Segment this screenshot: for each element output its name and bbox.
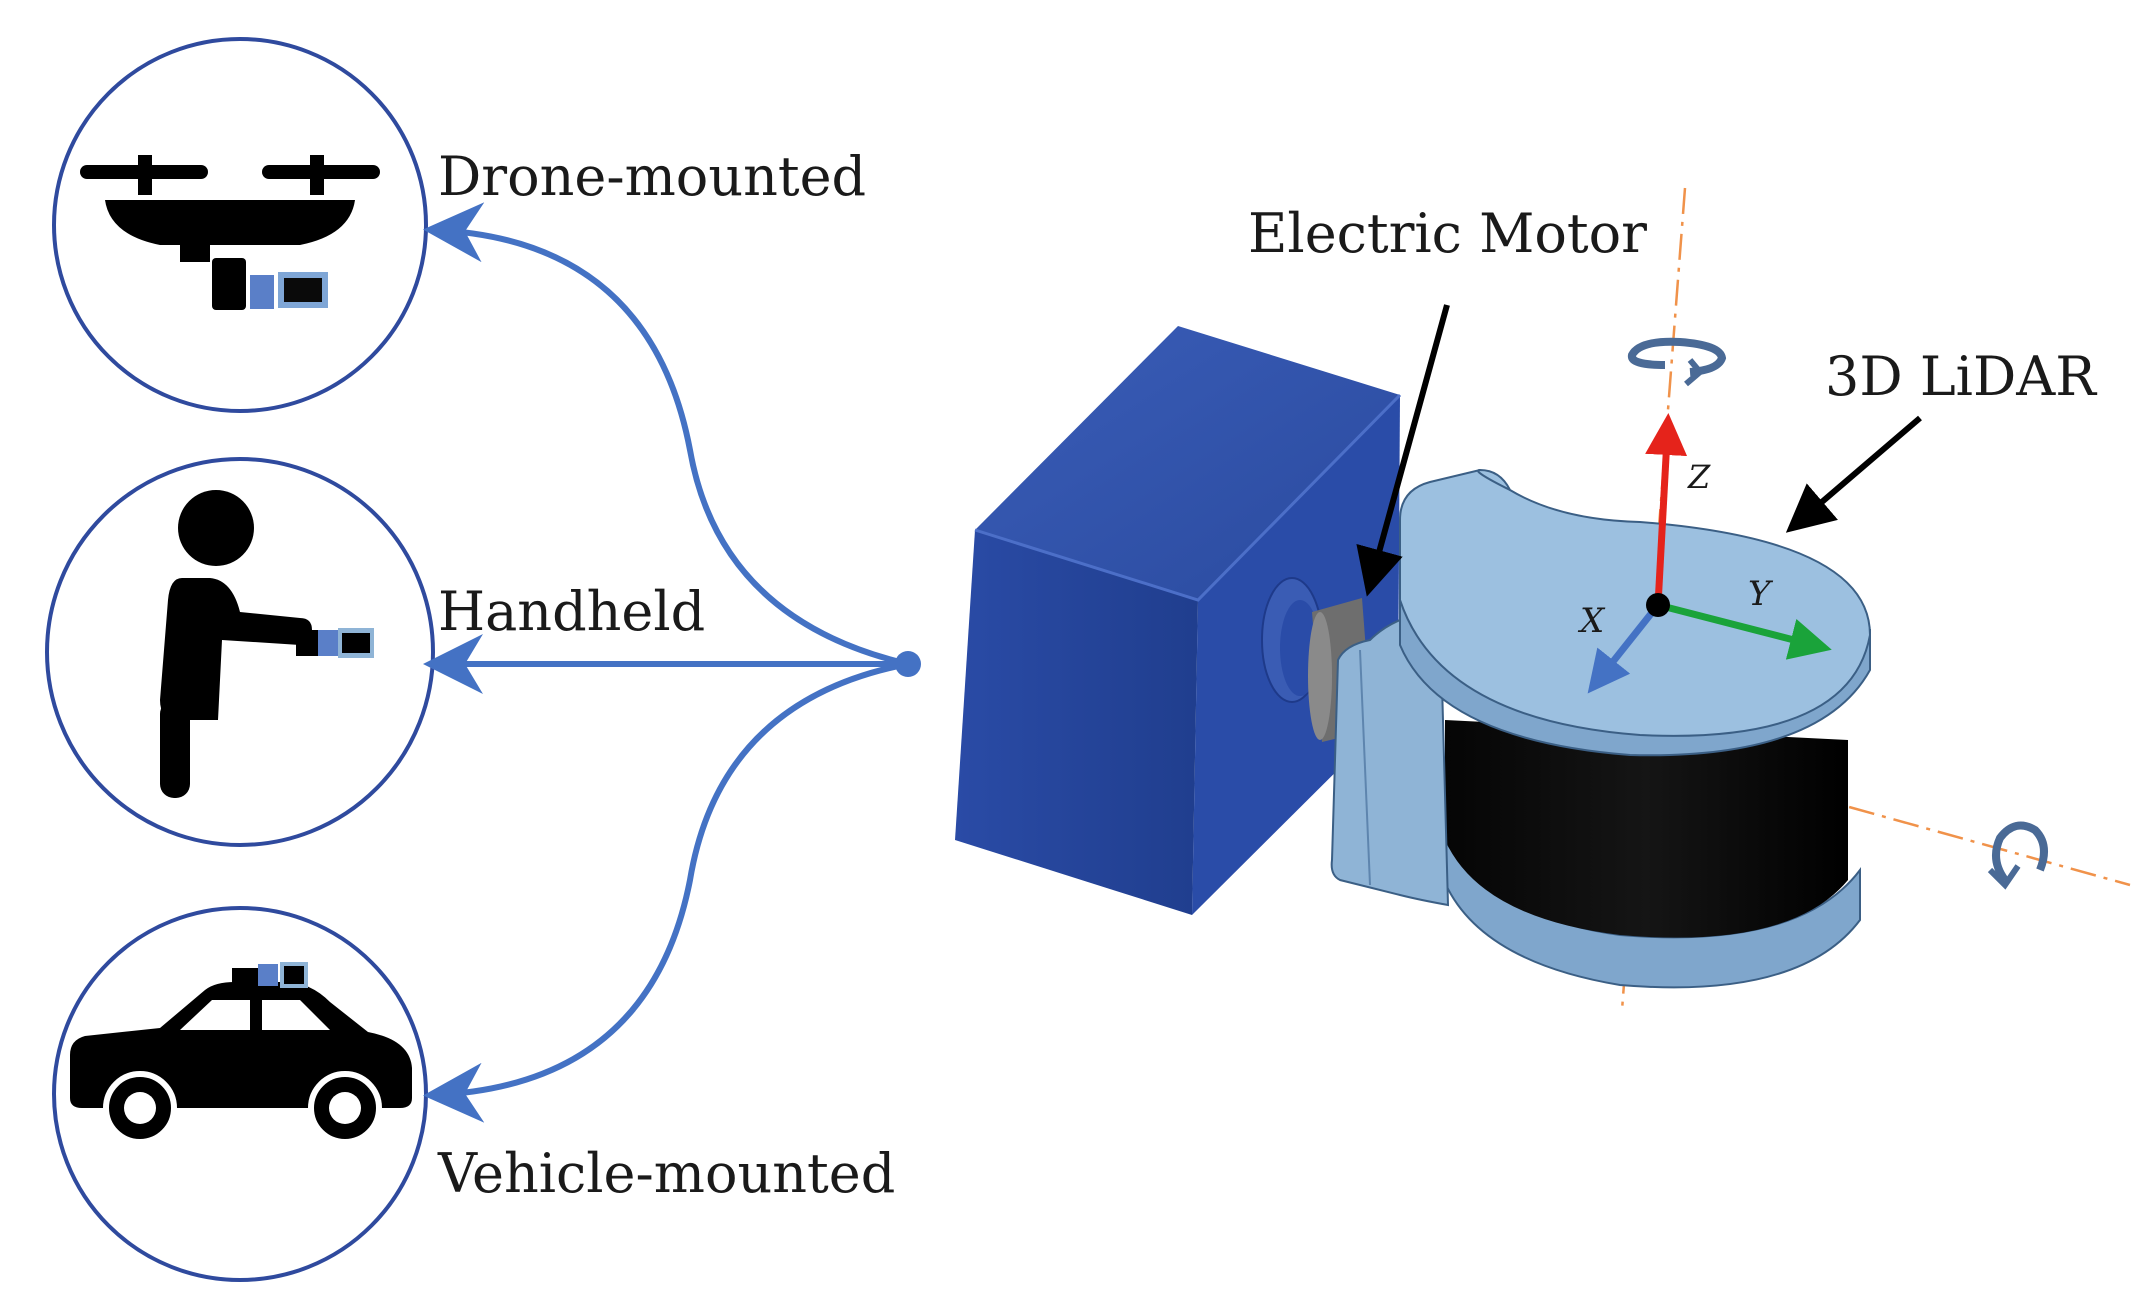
- motor-label: Electric Motor: [1248, 202, 1647, 265]
- axis-x-label: X: [1577, 601, 1606, 641]
- lidar-top-cap: [1399, 468, 1872, 737]
- motor-pointer: [1356, 304, 1450, 597]
- drone-mode: [52, 37, 428, 413]
- connector-drone: [423, 202, 909, 667]
- connector-hub: [895, 651, 921, 677]
- axis-z-label: Z: [1687, 458, 1711, 496]
- lidar-drum: [1445, 720, 1848, 938]
- vehicle-label: Vehicle-mounted: [437, 1142, 895, 1205]
- lidar-pointer: [1785, 415, 1922, 533]
- rotation-arrow-icon: [1987, 821, 2048, 890]
- axis-y-arrow: [1657, 601, 1832, 660]
- motor-top-face: [975, 326, 1400, 600]
- axis-y-label: Y: [1748, 574, 1774, 614]
- motor-front-face: [955, 530, 1198, 915]
- car-icon: [70, 962, 412, 1145]
- rotation-arrow-icon: [1627, 337, 1727, 387]
- handheld-label: Handheld: [438, 580, 705, 643]
- mode-connectors: [423, 202, 909, 1123]
- handheld-lidar-icon: [296, 628, 374, 658]
- person-icon: [160, 490, 312, 798]
- lidar-unit: [1330, 468, 1872, 989]
- axis-x-arrow: [1587, 602, 1661, 694]
- vehicle-mode: [52, 906, 428, 1282]
- lidar-label: 3D LiDAR: [1825, 345, 2097, 408]
- axis-z-arrow: [1645, 413, 1688, 606]
- coordinate-frame: Z Y X: [1577, 413, 1832, 694]
- handheld-mode: [45, 457, 435, 847]
- electric-motor: [955, 326, 1402, 915]
- origin-dot: [1646, 593, 1670, 617]
- connector-vehicle: [423, 661, 909, 1123]
- drone-icon: [80, 155, 380, 310]
- drone-label: Drone-mounted: [438, 145, 866, 208]
